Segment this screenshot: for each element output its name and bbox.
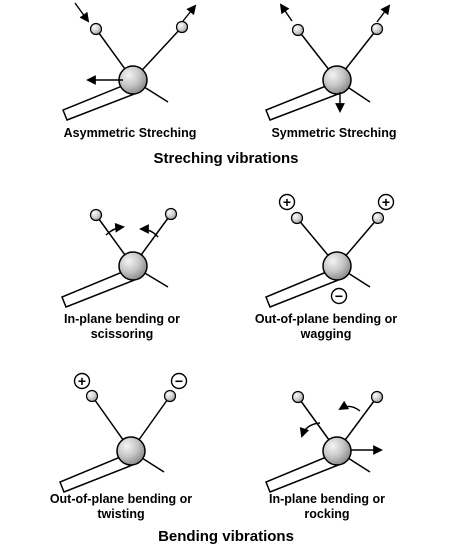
panel-asymmetric-stretching: Asymmetric Streching xyxy=(62,2,197,140)
label-twisting-line1: Out-of-plane bending or xyxy=(50,492,192,506)
plus-sign-circle xyxy=(278,193,296,211)
label-rocking-line1: In-plane bending or xyxy=(269,492,385,506)
terminal-atom-left xyxy=(89,208,103,222)
minus-sign-center: − xyxy=(335,288,343,304)
terminal-atom-left xyxy=(291,23,305,37)
heading-bending: Bending vibrations xyxy=(158,528,294,545)
terminal-atom-right xyxy=(371,211,385,225)
terminal-atom-right xyxy=(370,390,384,404)
panel-symmetric-stretching: Symmetric Streching xyxy=(265,3,397,140)
label-symmetric: Symmetric Streching xyxy=(271,126,396,140)
arrow-outward-right xyxy=(376,4,391,23)
plus-sign-left: + xyxy=(283,194,291,210)
label-wagging-line1: Out-of-plane bending or xyxy=(255,312,397,326)
arrow-outward-left xyxy=(279,3,293,22)
minus-sign-circle xyxy=(330,287,348,305)
terminal-atom-right xyxy=(163,389,177,403)
plus-sign-circle xyxy=(377,193,395,211)
terminal-atom-left xyxy=(290,211,304,225)
terminal-atom-right xyxy=(175,20,189,34)
central-atom xyxy=(118,251,148,281)
minus-sign-circle xyxy=(170,372,188,390)
plus-sign-left: + xyxy=(78,373,86,389)
terminal-atom-right xyxy=(370,22,384,36)
terminal-atom-left xyxy=(89,22,103,36)
central-atom xyxy=(322,65,352,95)
panel-twisting: + − Out-of-plane bending or twisting xyxy=(50,372,192,521)
arrow-outward xyxy=(182,4,197,22)
label-scissoring-line2: scissoring xyxy=(91,327,154,341)
arrow-curved-right xyxy=(105,222,125,236)
label-twisting-line2: twisting xyxy=(97,507,144,521)
terminal-atom-left xyxy=(291,390,305,404)
label-rocking-line2: rocking xyxy=(304,507,349,521)
central-atom xyxy=(322,436,352,466)
plus-sign-circle xyxy=(73,372,91,390)
panel-wagging: + + − Out-of-plane bending or wagging xyxy=(255,193,397,341)
panel-scissoring: In-plane bending or scissoring xyxy=(61,207,180,341)
label-asymmetric: Asymmetric Streching xyxy=(64,126,197,140)
central-atom xyxy=(116,436,146,466)
panel-rocking: In-plane bending or rocking xyxy=(265,390,385,521)
arrow-inward xyxy=(74,2,90,23)
plus-sign-right: + xyxy=(382,194,390,210)
terminal-atom-right xyxy=(164,207,178,221)
arrow-curved-upper xyxy=(338,400,361,412)
central-atom xyxy=(322,251,352,281)
heading-stretching: Streching vibrations xyxy=(153,150,298,167)
minus-sign-right: − xyxy=(175,373,183,389)
label-scissoring-line1: In-plane bending or xyxy=(64,312,180,326)
arrow-curved-left xyxy=(299,422,321,438)
central-atom xyxy=(118,65,148,95)
label-wagging-line2: wagging xyxy=(300,327,352,341)
arrow-curved-left xyxy=(139,224,159,238)
terminal-atom-left xyxy=(85,389,99,403)
